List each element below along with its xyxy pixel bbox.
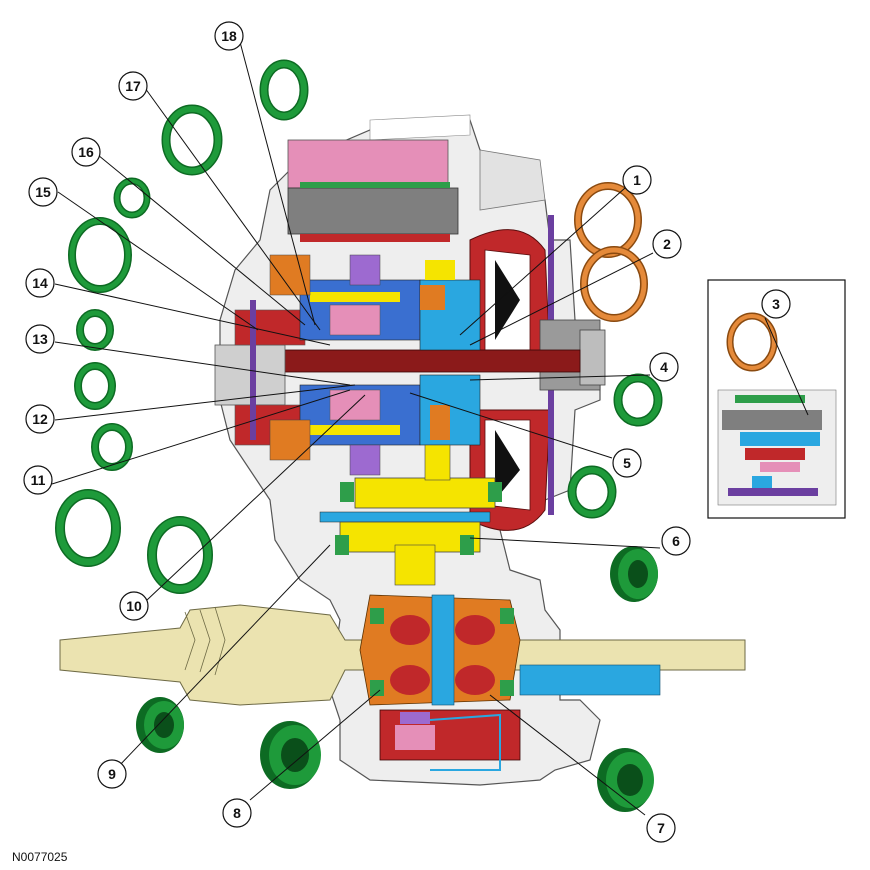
callout-number: 5 — [623, 455, 631, 471]
figure-id: N0077025 — [12, 850, 68, 864]
thrust-bearing-15 — [68, 217, 132, 293]
tapered-roller-bearing-6 — [610, 546, 658, 602]
thrust-bearing-11 — [55, 489, 121, 567]
lower-pump-assembly — [379, 709, 521, 771]
callout-14: 14 — [25, 268, 55, 298]
thrust-bearing-14 — [76, 309, 114, 351]
callout-circle — [118, 71, 148, 101]
upper-gear-pack — [287, 139, 459, 242]
callout-circle — [119, 591, 149, 621]
callout-circle — [761, 289, 791, 319]
callout-circle — [649, 352, 679, 382]
callout-12: 12 — [25, 404, 55, 434]
seal-ring-2 — [580, 246, 648, 322]
callout-number: 16 — [78, 144, 94, 160]
callout-circle — [23, 465, 53, 495]
callout-circle — [214, 21, 244, 51]
callout-7: 7 — [646, 813, 676, 843]
callout-circle — [646, 813, 676, 843]
callout-1: 1 — [622, 165, 652, 195]
callout-6: 6 — [661, 526, 691, 556]
callout-2: 2 — [652, 229, 682, 259]
callout-number: 1 — [633, 172, 641, 188]
callout-circle — [612, 448, 642, 478]
callout-number: 9 — [108, 766, 116, 782]
callout-number: 17 — [125, 78, 141, 94]
callout-17: 17 — [118, 71, 148, 101]
differential — [359, 594, 661, 706]
callout-8: 8 — [222, 798, 252, 828]
tapered-roller-bearing-8 — [260, 721, 321, 789]
callout-circle — [25, 404, 55, 434]
callout-number: 11 — [31, 472, 46, 488]
callout-circle — [661, 526, 691, 556]
callout-4: 4 — [649, 352, 679, 382]
callout-circle — [622, 165, 652, 195]
torque-converter — [469, 215, 606, 531]
thrust-bearing-18 — [259, 59, 309, 121]
callout-number: 10 — [126, 598, 142, 614]
thrust-bearing-13 — [74, 362, 116, 410]
transfer-gear — [319, 444, 502, 586]
callout-number: 14 — [32, 275, 48, 291]
callout-number: 18 — [221, 28, 237, 44]
leader-lines — [51, 41, 809, 816]
thrust-bearing-4 — [613, 373, 663, 427]
thrust-bearing-10 — [147, 516, 213, 594]
callout-number: 3 — [772, 296, 780, 312]
callout-number: 6 — [672, 533, 680, 549]
callout-number: 4 — [660, 359, 668, 375]
callout-number: 15 — [35, 184, 51, 200]
callout-10: 10 — [119, 591, 149, 621]
callout-5: 5 — [612, 448, 642, 478]
callout-15: 15 — [28, 177, 58, 207]
inset-detail — [707, 279, 846, 519]
callout-13: 13 — [25, 324, 55, 354]
callout-circle — [222, 798, 252, 828]
callout-3: 3 — [761, 289, 791, 319]
callout-circle — [71, 137, 101, 167]
callout-circle — [28, 177, 58, 207]
seal-ring-1 — [574, 182, 642, 258]
callout-circle — [97, 759, 127, 789]
callout-18: 18 — [214, 21, 244, 51]
callout-number: 12 — [32, 411, 48, 427]
callout-11: 11 — [23, 465, 53, 495]
callout-circle — [25, 268, 55, 298]
thrust-bearing-5 — [567, 465, 617, 519]
callout-16: 16 — [71, 137, 101, 167]
callout-number: 7 — [657, 820, 665, 836]
callout-number: 8 — [233, 805, 241, 821]
thrust-bearing-16 — [113, 177, 151, 219]
callout-circle — [25, 324, 55, 354]
callout-number: 2 — [663, 236, 671, 252]
callout-9: 9 — [97, 759, 127, 789]
tapered-roller-bearing-7 — [597, 748, 654, 812]
callout-circle — [652, 229, 682, 259]
thrust-bearing-12 — [91, 423, 133, 471]
thrust-bearing-17 — [161, 104, 223, 176]
callout-number: 13 — [32, 331, 48, 347]
